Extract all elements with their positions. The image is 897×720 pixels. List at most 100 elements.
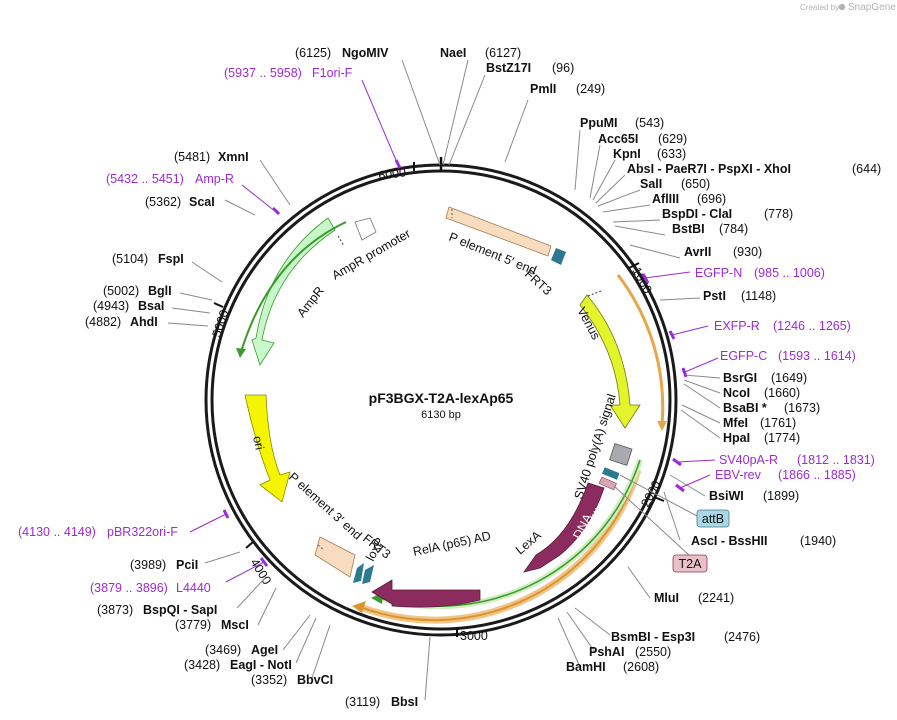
- primer-ebv-rev-range: (1866 .. 1885): [778, 468, 856, 482]
- enzyme-sali[interactable]: SalI: [640, 177, 662, 191]
- enzyme-hpai[interactable]: HpaI: [723, 431, 750, 445]
- ampr-arc-head: [236, 348, 246, 358]
- enzyme-afliii-pos: (696): [697, 192, 726, 206]
- enzyme-naei[interactable]: NaeI: [440, 46, 466, 60]
- enzyme-bgli[interactable]: BglI: [148, 284, 172, 298]
- primer-l4440[interactable]: L4440: [176, 581, 211, 595]
- enzyme-esp3i-group[interactable]: BsmBI - Esp3I: [611, 630, 695, 644]
- tick-marks: [213, 162, 665, 637]
- plasmid-size: 6130 bp: [421, 409, 461, 421]
- enzyme-acc65i[interactable]: Acc65I: [598, 132, 638, 146]
- enzyme-mlui[interactable]: MluI: [654, 591, 679, 605]
- enzyme-sapi-group-pos: (3873): [97, 603, 133, 617]
- enzyme-bsshii-group[interactable]: AscI - BssHII: [691, 534, 767, 548]
- lexa-feature[interactable]: [523, 482, 605, 573]
- ampr-label: AmpR: [294, 284, 326, 320]
- ori-label: ori: [250, 435, 267, 452]
- enzyme-bsiwi[interactable]: BsiWI: [709, 489, 744, 503]
- enzyme-bsai[interactable]: BsaI: [138, 299, 164, 313]
- primer-egfp-c[interactable]: EGFP-C: [720, 349, 767, 363]
- t2a-label[interactable]: T2A: [679, 557, 703, 571]
- enzyme-bgli-pos: (5002): [103, 284, 139, 298]
- enzyme-noti-group[interactable]: EagI - NotI: [230, 658, 292, 672]
- enzyme-fspi[interactable]: FspI: [158, 252, 184, 266]
- t2a-box: [672, 554, 708, 573]
- loxp-feature[interactable]: [362, 565, 374, 584]
- enzyme-bstbi[interactable]: BstBI: [672, 222, 705, 236]
- enzyme-bsabi-pos: (1673): [784, 401, 820, 415]
- enzyme-ppumi[interactable]: PpuMI: [580, 116, 618, 130]
- primer-amp-r-range: (5432 .. 5451): [106, 172, 184, 186]
- enzyme-naei-pos: (6127): [485, 46, 521, 60]
- orange-orf-head: [352, 601, 366, 613]
- enzyme-acc65i-pos: (629): [658, 132, 687, 146]
- ori-feature[interactable]: [244, 394, 291, 503]
- enzyme-bamhi[interactable]: BamHI: [566, 660, 606, 674]
- frt3-top-label: FRT3: [522, 267, 554, 298]
- p-element-3-end-feature[interactable]: [314, 536, 356, 578]
- primer-amp-r[interactable]: Amp-R: [195, 172, 234, 186]
- snapgene-logo-icon: [838, 3, 846, 11]
- tick-label-1000: 1000: [629, 265, 654, 296]
- enzyme-bstz17i-pos: (96): [552, 61, 574, 75]
- enzyme-ncoi[interactable]: NcoI: [723, 386, 750, 400]
- enzyme-xmni[interactable]: XmnI: [218, 150, 249, 164]
- enzyme-ngomiv-pos: (6125): [295, 46, 331, 60]
- primers: (5937 .. 5958) F1ori-F (5432 .. 5451) Am…: [18, 66, 875, 595]
- p3-label: P element 3′ end: [286, 470, 365, 543]
- enzyme-ahdi[interactable]: AhdI: [130, 315, 158, 329]
- ampr-promoter-feature[interactable]: [354, 217, 377, 241]
- enzyme-kpni[interactable]: KpnI: [613, 147, 641, 161]
- frt3-bottom-feature[interactable]: [353, 563, 364, 583]
- primer-sv40pa-r[interactable]: SV40pA-R: [719, 453, 778, 467]
- primer-ebv-rev[interactable]: EBV-rev: [715, 468, 762, 482]
- enzyme-bstz17i[interactable]: BstZ17I: [486, 61, 531, 75]
- enzyme-afliii[interactable]: AflIII: [652, 192, 679, 206]
- tick-label-2000: 2000: [638, 478, 663, 509]
- egfp-arc-head: [657, 421, 667, 431]
- ampr-outer-arc: [240, 221, 347, 353]
- enzyme-clai-group[interactable]: BspDI - ClaI: [662, 207, 732, 221]
- enzyme-xhoi-group-pos: (644): [852, 162, 881, 176]
- enzyme-hpai-pos: (1774): [764, 431, 800, 445]
- rela-p65-ad-feature[interactable]: [371, 579, 481, 608]
- enzyme-mlui-pos: (2241): [698, 591, 734, 605]
- attb-feature[interactable]: [602, 467, 620, 480]
- enzyme-sapi-group[interactable]: BspQI - SapI: [143, 603, 217, 617]
- enzyme-mfei-pos: (1761): [760, 416, 796, 430]
- enzyme-kpni-pos: (633): [657, 147, 686, 161]
- venus-dash: [587, 290, 602, 297]
- attb-box: [696, 509, 730, 528]
- enzyme-bbvci-pos: (3352): [251, 673, 287, 687]
- primer-f1ori-f[interactable]: F1ori-F: [312, 66, 353, 80]
- primer-pbr322ori-f-range: (4130 .. 4149): [18, 525, 96, 539]
- primer-exfp-r[interactable]: EXFP-R: [714, 319, 760, 333]
- enzymes-right: NaeI (6127) BstZ17I (96) PmlI (249) PpuM…: [440, 46, 881, 674]
- primer-egfp-n[interactable]: EGFP-N: [695, 266, 742, 280]
- enzyme-bsshii-group-pos: (1940): [800, 534, 836, 548]
- enzyme-mfei[interactable]: MfeI: [723, 416, 748, 430]
- enzyme-msci[interactable]: MscI: [221, 618, 249, 632]
- enzyme-pmli[interactable]: PmlI: [530, 82, 556, 96]
- enzyme-pcii[interactable]: PciI: [176, 558, 198, 572]
- enzyme-bbsi[interactable]: BbsI: [391, 695, 418, 709]
- enzyme-bsabi[interactable]: BsaBI *: [723, 401, 767, 415]
- enzyme-xhoi-group[interactable]: AbsI - PaeR7I - PspXI - XhoI: [627, 162, 791, 176]
- primer-pbr322ori-f[interactable]: pBR322ori-F: [107, 525, 178, 539]
- sv40-polya-feature[interactable]: [609, 443, 633, 466]
- enzyme-scai[interactable]: ScaI: [189, 195, 215, 209]
- frt3-top-feature[interactable]: [551, 248, 566, 265]
- enzyme-pshai[interactable]: PshAI: [589, 645, 624, 659]
- enzyme-bsrgi[interactable]: BsrGI: [723, 371, 757, 385]
- enzyme-avrii[interactable]: AvrII: [684, 245, 711, 259]
- enzyme-noti-group-pos: (3428): [184, 658, 220, 672]
- venus-feature[interactable]: [579, 294, 641, 429]
- enzyme-bbvci[interactable]: BbvCI: [297, 673, 333, 687]
- t2a-leader: [613, 485, 691, 557]
- p-element-5-end-feature[interactable]: [445, 206, 552, 257]
- enzyme-psti[interactable]: PstI: [703, 289, 726, 303]
- enzyme-agei[interactable]: AgeI: [251, 643, 278, 657]
- attb-label[interactable]: attB: [702, 512, 724, 526]
- enzyme-ngomiv[interactable]: NgoMIV: [342, 46, 389, 60]
